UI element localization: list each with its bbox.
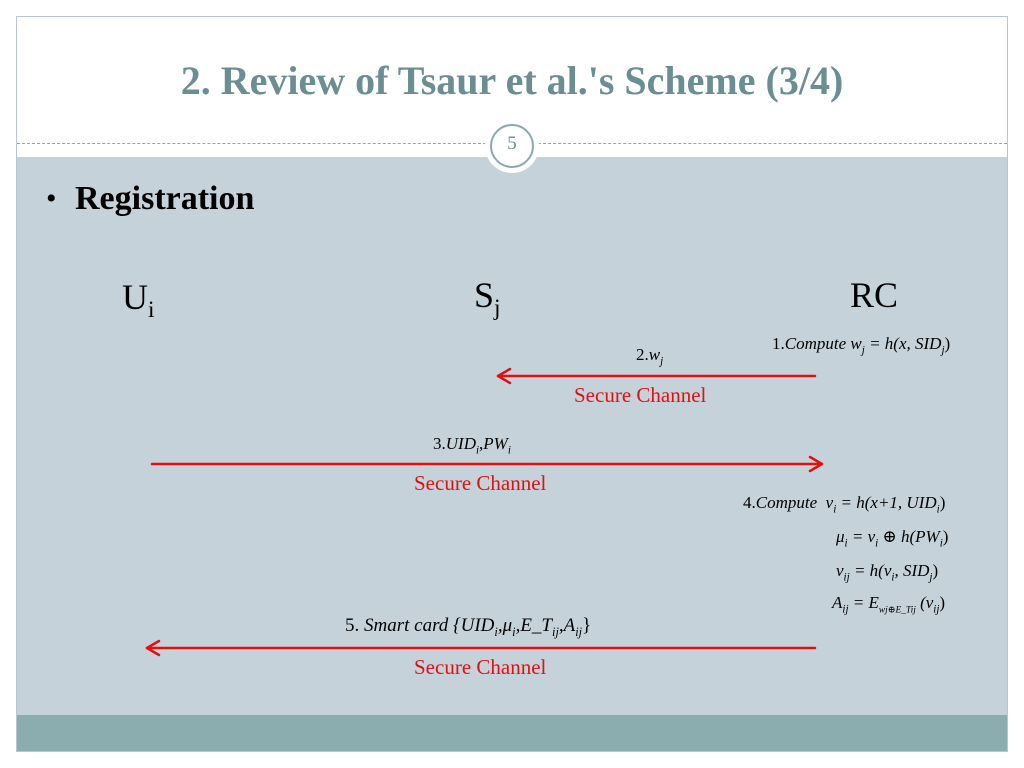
step4-eq3-rhs-a-sub: i [891, 571, 895, 584]
step1-rhs-sub: j [941, 344, 945, 357]
arrow-step5 [145, 639, 817, 657]
step4-eq2-lhs: μ [836, 527, 845, 546]
bullet-dot: • [46, 182, 57, 215]
step2-channel: Secure Channel [574, 383, 707, 407]
step5-smartcard: Smart card [364, 615, 449, 636]
step5-s2: i [512, 624, 516, 639]
step4-eq4-lhs-sub: ij [842, 603, 849, 616]
step3-label: 3.UIDi,PWi [433, 434, 511, 456]
step2-label: 2.wj [636, 345, 663, 367]
step5-mid1: ,μ [497, 615, 513, 636]
step4-eq2-rhs-a: = v [851, 527, 876, 546]
step5-s3: ij [552, 624, 559, 639]
arrow-step2 [496, 367, 817, 385]
step4-eq2-rhs-b-sub: i [939, 537, 943, 550]
step1-equation: 1.Compute wj = h(x, SIDj) [772, 334, 950, 356]
step5-close: } [582, 615, 592, 636]
step5-s1: i [494, 624, 498, 639]
step4-eq2-rhs-a-sub: i [875, 537, 879, 550]
entity-user-base: U [122, 277, 148, 317]
page-title: 2. Review of Tsaur et al.'s Scheme (3/4) [180, 58, 844, 103]
step5-s4: ij [575, 624, 583, 639]
step3-pw: PW [483, 434, 508, 453]
step4-equation-3: vij = h(vi, SIDj) [836, 561, 938, 583]
entity-user-sub: i [148, 297, 155, 324]
step3-num: 3. [433, 434, 446, 453]
step5-mid2: ,E_T [515, 615, 553, 636]
step1-lhs-sub: j [861, 344, 865, 357]
step4-eq4-lhs: A [832, 593, 843, 612]
step1-label: Compute [784, 334, 847, 353]
step5-channel: Secure Channel [414, 655, 547, 679]
step5-mid3: ,A [558, 615, 576, 636]
step3-uid: UID [445, 434, 476, 453]
step4-equation-2: μi = vi ⊕ h(PWi) [836, 527, 948, 549]
step3-channel: Secure Channel [414, 471, 547, 495]
page-number: 5 [507, 133, 517, 154]
step4-equation-4: Aij = Ewj⊕E_Tij (vij) [832, 593, 945, 615]
step4-eq3-end: ) [932, 561, 939, 580]
step4-label: Compute [755, 493, 818, 512]
page-number-ring [490, 124, 534, 168]
step4-eq2-lhs-sub: i [844, 537, 848, 550]
footer-band [17, 715, 1007, 751]
step2-num: 2. [636, 345, 649, 364]
step4-eq3-lhs-sub: ij [843, 571, 850, 584]
step4-eq4-end: ) [939, 593, 946, 612]
step4-eq3-rhs-a: = h(v [853, 561, 892, 580]
slide: 2. Review of Tsaur et al.'s Scheme (3/4)… [16, 16, 1008, 752]
step4-eq2-rhs-b: ⊕ h(PW [878, 527, 940, 546]
step4-eq3-lhs: v [836, 561, 844, 580]
step4-eq1-rhs-sub: i [936, 503, 940, 516]
step5-num: 5. [345, 615, 360, 636]
step1-rhs: = h(x, SID [869, 334, 942, 353]
step5-open: {UID [448, 615, 495, 636]
step4-eq4-rhs-b: (v [920, 593, 934, 612]
step4-eq1-lhs: v [825, 493, 834, 512]
step1-rhs-end: ) [944, 334, 951, 353]
step4-equation-1: 4.Compute vi = h(x+1, UIDi) [743, 493, 945, 515]
step2-sub: j [660, 355, 664, 368]
page-number-badge: 5 [485, 119, 539, 173]
step3-uid-sub: i [475, 444, 480, 457]
arrow-step3 [150, 455, 824, 473]
step3-pw-sub: i [507, 444, 511, 457]
entity-rc: RC [850, 275, 899, 315]
bullet-registration: Registration [75, 180, 255, 217]
entity-server-base: S [474, 275, 495, 315]
step4-eq1-rhs: = h(x+1, UID [840, 493, 937, 512]
entity-user: Ui [122, 276, 155, 324]
step4-eq3-rhs-b-sub: j [929, 571, 933, 584]
step4-num: 4. [743, 493, 756, 512]
step4-eq3-rhs-b: , SID [894, 561, 930, 580]
step5-label: 5. Smart card {UIDi,μi,E_Tij,Aij} [345, 615, 591, 640]
step1-num: 1. [772, 334, 785, 353]
content-area [17, 157, 1007, 715]
step4-eq4-rhs-a: = E [852, 593, 879, 612]
step2-var: w [648, 345, 661, 364]
step1-lhs: w [850, 334, 862, 353]
entity-server: Sj [474, 274, 501, 322]
step4-eq1-lhs-sub: i [833, 503, 837, 516]
step4-eq4-rhs-a-sub: wj⊕E_Tij [878, 605, 916, 616]
step4-eq4-rhs-b-sub: ij [933, 603, 940, 616]
step4-eq1-end: ) [939, 493, 946, 512]
step3-sep: , [479, 434, 484, 453]
step4-eq2-end: ) [942, 527, 949, 546]
entity-server-sub: j [494, 295, 501, 322]
